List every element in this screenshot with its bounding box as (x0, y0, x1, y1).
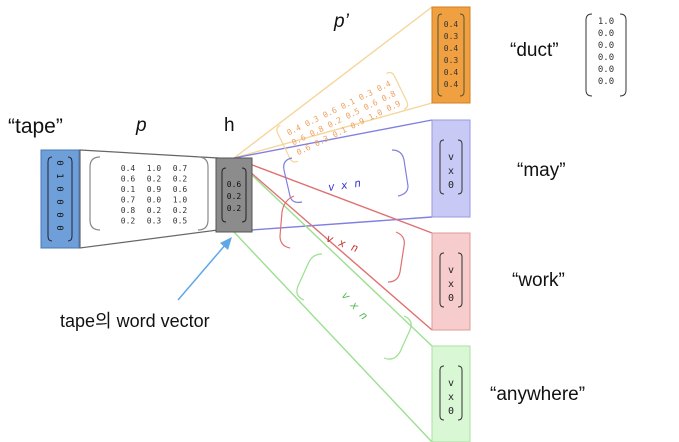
may-line-top (233, 119, 433, 159)
input-vector-entry: 0 (54, 212, 64, 217)
output-word-duct: “duct” (510, 40, 559, 61)
may-line-bottom (251, 216, 433, 231)
target-vector-entry: 0.0 (598, 77, 614, 87)
input-vector-entry: 0 (54, 186, 64, 191)
work-line-top (233, 157, 433, 234)
p-matrix-cell: 0.8 (121, 206, 136, 215)
h-vector-entry: 0.2 (227, 204, 242, 213)
vx0-entry: x (448, 279, 454, 290)
p-matrix-cell: 0.3 (147, 217, 162, 226)
work-line-bottom (233, 157, 433, 331)
input-vector-box: 0 1 0 0 0 0 (40, 149, 80, 249)
output-anywhere-box: vx 0 (431, 345, 471, 442)
p-matrix-cell: 0.2 (173, 175, 188, 184)
output-duct-box: 0.4 0.3 0.4 0.3 0.4 0.4 (431, 6, 471, 104)
vx0-entry: x (448, 392, 454, 403)
p-matrix-cell: 0.2 (121, 217, 136, 226)
duct-line-bottom (233, 102, 433, 159)
anywhere-line-top (233, 157, 433, 347)
vx0-entry: v (448, 265, 454, 276)
vxn-may-bracket: v x n (283, 149, 409, 203)
duct-vector-entry: 0.4 (444, 20, 459, 29)
p-matrix-cell: 0.0 (147, 196, 162, 205)
duct-vector-entry: 0.4 (444, 68, 459, 77)
target-vector-entry: 0.0 (598, 65, 614, 75)
h-label: h (224, 115, 235, 136)
duct-vector-entry: 0.4 (444, 80, 459, 89)
vxn-work-bracket: v x n (279, 195, 405, 283)
output-work-box: vx 0 (431, 232, 471, 331)
target-vector-entry: 0.0 (598, 53, 614, 63)
vx0-entry: 0 (448, 180, 454, 191)
target-vector-entry: 0.0 (598, 29, 614, 39)
p-matrix-cell: 0.7 (121, 196, 136, 205)
vx0-entry: v (448, 152, 454, 163)
p-matrix-cell: 1.0 (147, 164, 162, 173)
vx0-entry: x (448, 166, 454, 177)
p-matrix-cell: 0.6 (121, 175, 136, 184)
pprime-label: p’ (333, 11, 350, 32)
p-matrix-cell: 0.2 (173, 206, 188, 215)
duct-vector-entry: 0.3 (444, 56, 459, 65)
duct-vector-entry: 0.3 (444, 32, 459, 41)
hidden-vector-box: 0.6 0.2 0.2 (215, 157, 253, 233)
duct-target-vector: 1.0 0.0 0.0 0.0 0.0 0.0 (585, 13, 627, 97)
p-matrix-cell: 0.4 (121, 164, 136, 173)
p-matrix-cell: 0.5 (173, 217, 188, 226)
p-matrix-cell: 0.2 (147, 175, 162, 184)
connections (79, 6, 433, 442)
p-matrix-cell: 1.0 (173, 196, 188, 205)
target-vector-entry: 1.0 (598, 17, 614, 27)
output-word-work: “work” (512, 270, 565, 291)
input-vector-entry: 0 (54, 225, 64, 230)
vx0-entry: 0 (448, 406, 454, 417)
p-matrix-cell: 0.2 (147, 206, 162, 215)
input-vector-entry: 1 (54, 173, 64, 178)
h-vector-entry: 0.6 (227, 180, 242, 189)
caption-label: tape의 word vector (60, 311, 210, 331)
caption-arrow (177, 237, 232, 301)
input-word-label: “tape” (8, 115, 63, 138)
vxn-anywhere-bracket: v x n (296, 253, 412, 360)
p-matrix-cell: 0.6 (173, 185, 188, 194)
duct-line-top (233, 6, 433, 159)
target-vector-entry: 0.0 (598, 41, 614, 51)
output-word-anywhere: “anywhere” (490, 384, 585, 405)
vx0-entry: 0 (448, 293, 454, 304)
p-label: p (135, 115, 147, 136)
p-matrix-cell: 0.7 (173, 164, 188, 173)
output-word-may: “may” (517, 160, 566, 181)
vx0-entry: v (448, 378, 454, 389)
p-matrix-cell: 0.1 (121, 185, 136, 194)
anywhere-line-bottom (233, 231, 433, 442)
p-matrix-cell: 0.9 (147, 185, 162, 194)
pprime-matrix: 0.40.30.60.10.30.40.60.80.20.50.60.80.60… (276, 71, 409, 163)
output-may-box: vx 0 (431, 119, 471, 218)
vxn-anywhere-label: v x n (339, 289, 371, 322)
vxn-may-label: v x n (327, 177, 362, 194)
duct-vector-entry: 0.4 (444, 44, 459, 53)
input-vector-entry: 0 (54, 160, 64, 165)
input-vector-entry: 0 (54, 199, 64, 204)
h-vector-entry: 0.2 (227, 192, 242, 201)
